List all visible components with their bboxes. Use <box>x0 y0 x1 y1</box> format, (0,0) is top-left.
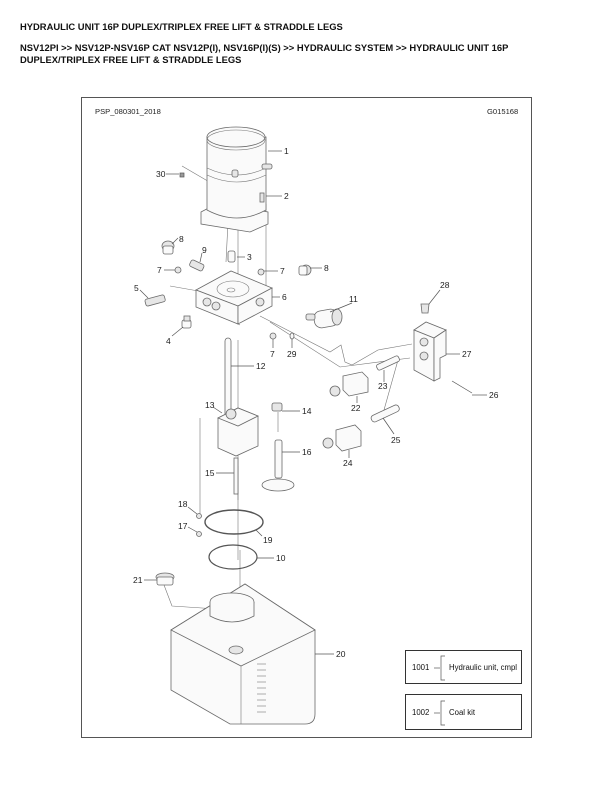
callout-23[interactable]: 23 <box>378 381 388 391</box>
callout-21[interactable]: 21 <box>133 575 143 585</box>
part-1-motor[interactable] <box>200 126 273 233</box>
callout-1[interactable]: 1 <box>284 146 289 156</box>
callout-28[interactable]: 28 <box>440 280 450 290</box>
callout-7a[interactable]: 7 <box>157 265 162 275</box>
bracket-icon <box>434 655 445 681</box>
callout-29[interactable]: 29 <box>287 349 297 359</box>
part-10-o-ring[interactable] <box>208 544 258 570</box>
part-5-cartridge-valve[interactable] <box>144 294 166 307</box>
callout-30[interactable]: 30 <box>156 169 166 179</box>
part-16-filter[interactable] <box>261 439 295 492</box>
diagram-frame <box>81 97 532 738</box>
callout-2[interactable]: 2 <box>284 191 289 201</box>
part-29-seal[interactable] <box>289 332 295 340</box>
kit-label: Hydraulic unit, cmpl <box>449 663 518 672</box>
callout-24[interactable]: 24 <box>343 458 353 468</box>
part-28-plug[interactable] <box>420 303 430 314</box>
part-19-clamp[interactable] <box>204 509 264 535</box>
callout-26[interactable]: 26 <box>489 390 499 400</box>
part-7-plug-a[interactable] <box>174 266 182 274</box>
part-25-cartridge[interactable] <box>370 404 400 423</box>
kit-label: Coal kit <box>449 708 475 717</box>
callout-13[interactable]: 13 <box>205 400 215 410</box>
part-30-fitting[interactable] <box>179 172 185 178</box>
callout-6[interactable]: 6 <box>282 292 287 302</box>
part-27-valve-block[interactable] <box>413 321 447 382</box>
part-13-pump[interactable] <box>217 407 259 457</box>
part-24-coil[interactable] <box>322 424 362 452</box>
callout-7b[interactable]: 7 <box>280 266 285 276</box>
callout-4[interactable]: 4 <box>166 336 171 346</box>
callout-27[interactable]: 27 <box>462 349 472 359</box>
assembly-guide-lines <box>163 165 413 649</box>
part-17-screw[interactable] <box>196 531 202 537</box>
callout-8a[interactable]: 8 <box>179 234 184 244</box>
callout-10[interactable]: 10 <box>276 553 286 563</box>
callout-labels: 1 2 3 4 5 6 7 7 7 8 8 9 10 11 12 13 14 1… <box>133 146 499 659</box>
part-7-plug-c[interactable] <box>269 332 277 340</box>
callout-5[interactable]: 5 <box>134 283 139 293</box>
part-8-plug-left[interactable] <box>161 240 175 255</box>
part-4-plug[interactable] <box>181 315 192 329</box>
kit-box-1001[interactable]: 1001 Hydraulic unit, cmpl <box>405 650 522 684</box>
callout-15[interactable]: 15 <box>205 468 215 478</box>
callout-12[interactable]: 12 <box>256 361 266 371</box>
part-3-pin[interactable] <box>227 250 236 263</box>
callout-11[interactable]: 11 <box>349 294 358 304</box>
kit-box-1002[interactable]: 1002 Coal kit <box>405 694 522 730</box>
callout-19[interactable]: 19 <box>263 535 273 545</box>
part-21-breather-cap[interactable] <box>155 572 175 586</box>
part-7-plug-b[interactable] <box>257 268 265 276</box>
part-2-screw[interactable] <box>259 192 265 203</box>
part-6-valve-block[interactable] <box>195 270 273 325</box>
callout-16[interactable]: 16 <box>302 447 312 457</box>
part-8-plug-right[interactable] <box>298 264 312 276</box>
callout-17[interactable]: 17 <box>178 521 188 531</box>
part-23-cartridge[interactable] <box>376 355 400 371</box>
callout-14[interactable]: 14 <box>302 406 312 416</box>
bracket-icon <box>434 700 445 726</box>
part-22-coil[interactable] <box>329 371 369 397</box>
drawing-number: G015168 <box>487 107 519 116</box>
part-20-tank[interactable] <box>170 583 316 725</box>
part-15-screw[interactable] <box>233 457 239 495</box>
kit-number: 1002 <box>412 708 430 717</box>
breadcrumb: NSV12PI >> NSV12P-NSV16P CAT NSV12P(I), … <box>20 42 509 65</box>
callout-8b[interactable]: 8 <box>324 263 329 273</box>
drawing-reference: PSP_080301_2018 <box>95 107 161 116</box>
callout-20[interactable]: 20 <box>336 649 346 659</box>
callout-18[interactable]: 18 <box>178 499 188 509</box>
part-26-screw[interactable] <box>451 380 473 394</box>
page-title: HYDRAULIC UNIT 16P DUPLEX/TRIPLEX FREE L… <box>20 21 343 32</box>
part-18-clip[interactable] <box>196 513 202 519</box>
callout-9[interactable]: 9 <box>202 245 207 255</box>
part-11-solenoid[interactable] <box>305 308 343 329</box>
part-14-elbow[interactable] <box>271 402 283 412</box>
callout-3[interactable]: 3 <box>247 252 252 262</box>
part-9-valve[interactable] <box>189 259 205 272</box>
leader-lines <box>139 150 487 655</box>
callout-25[interactable]: 25 <box>391 435 401 445</box>
kit-number: 1001 <box>412 663 430 672</box>
callout-7c[interactable]: 7 <box>270 349 275 359</box>
callout-22[interactable]: 22 <box>351 403 361 413</box>
